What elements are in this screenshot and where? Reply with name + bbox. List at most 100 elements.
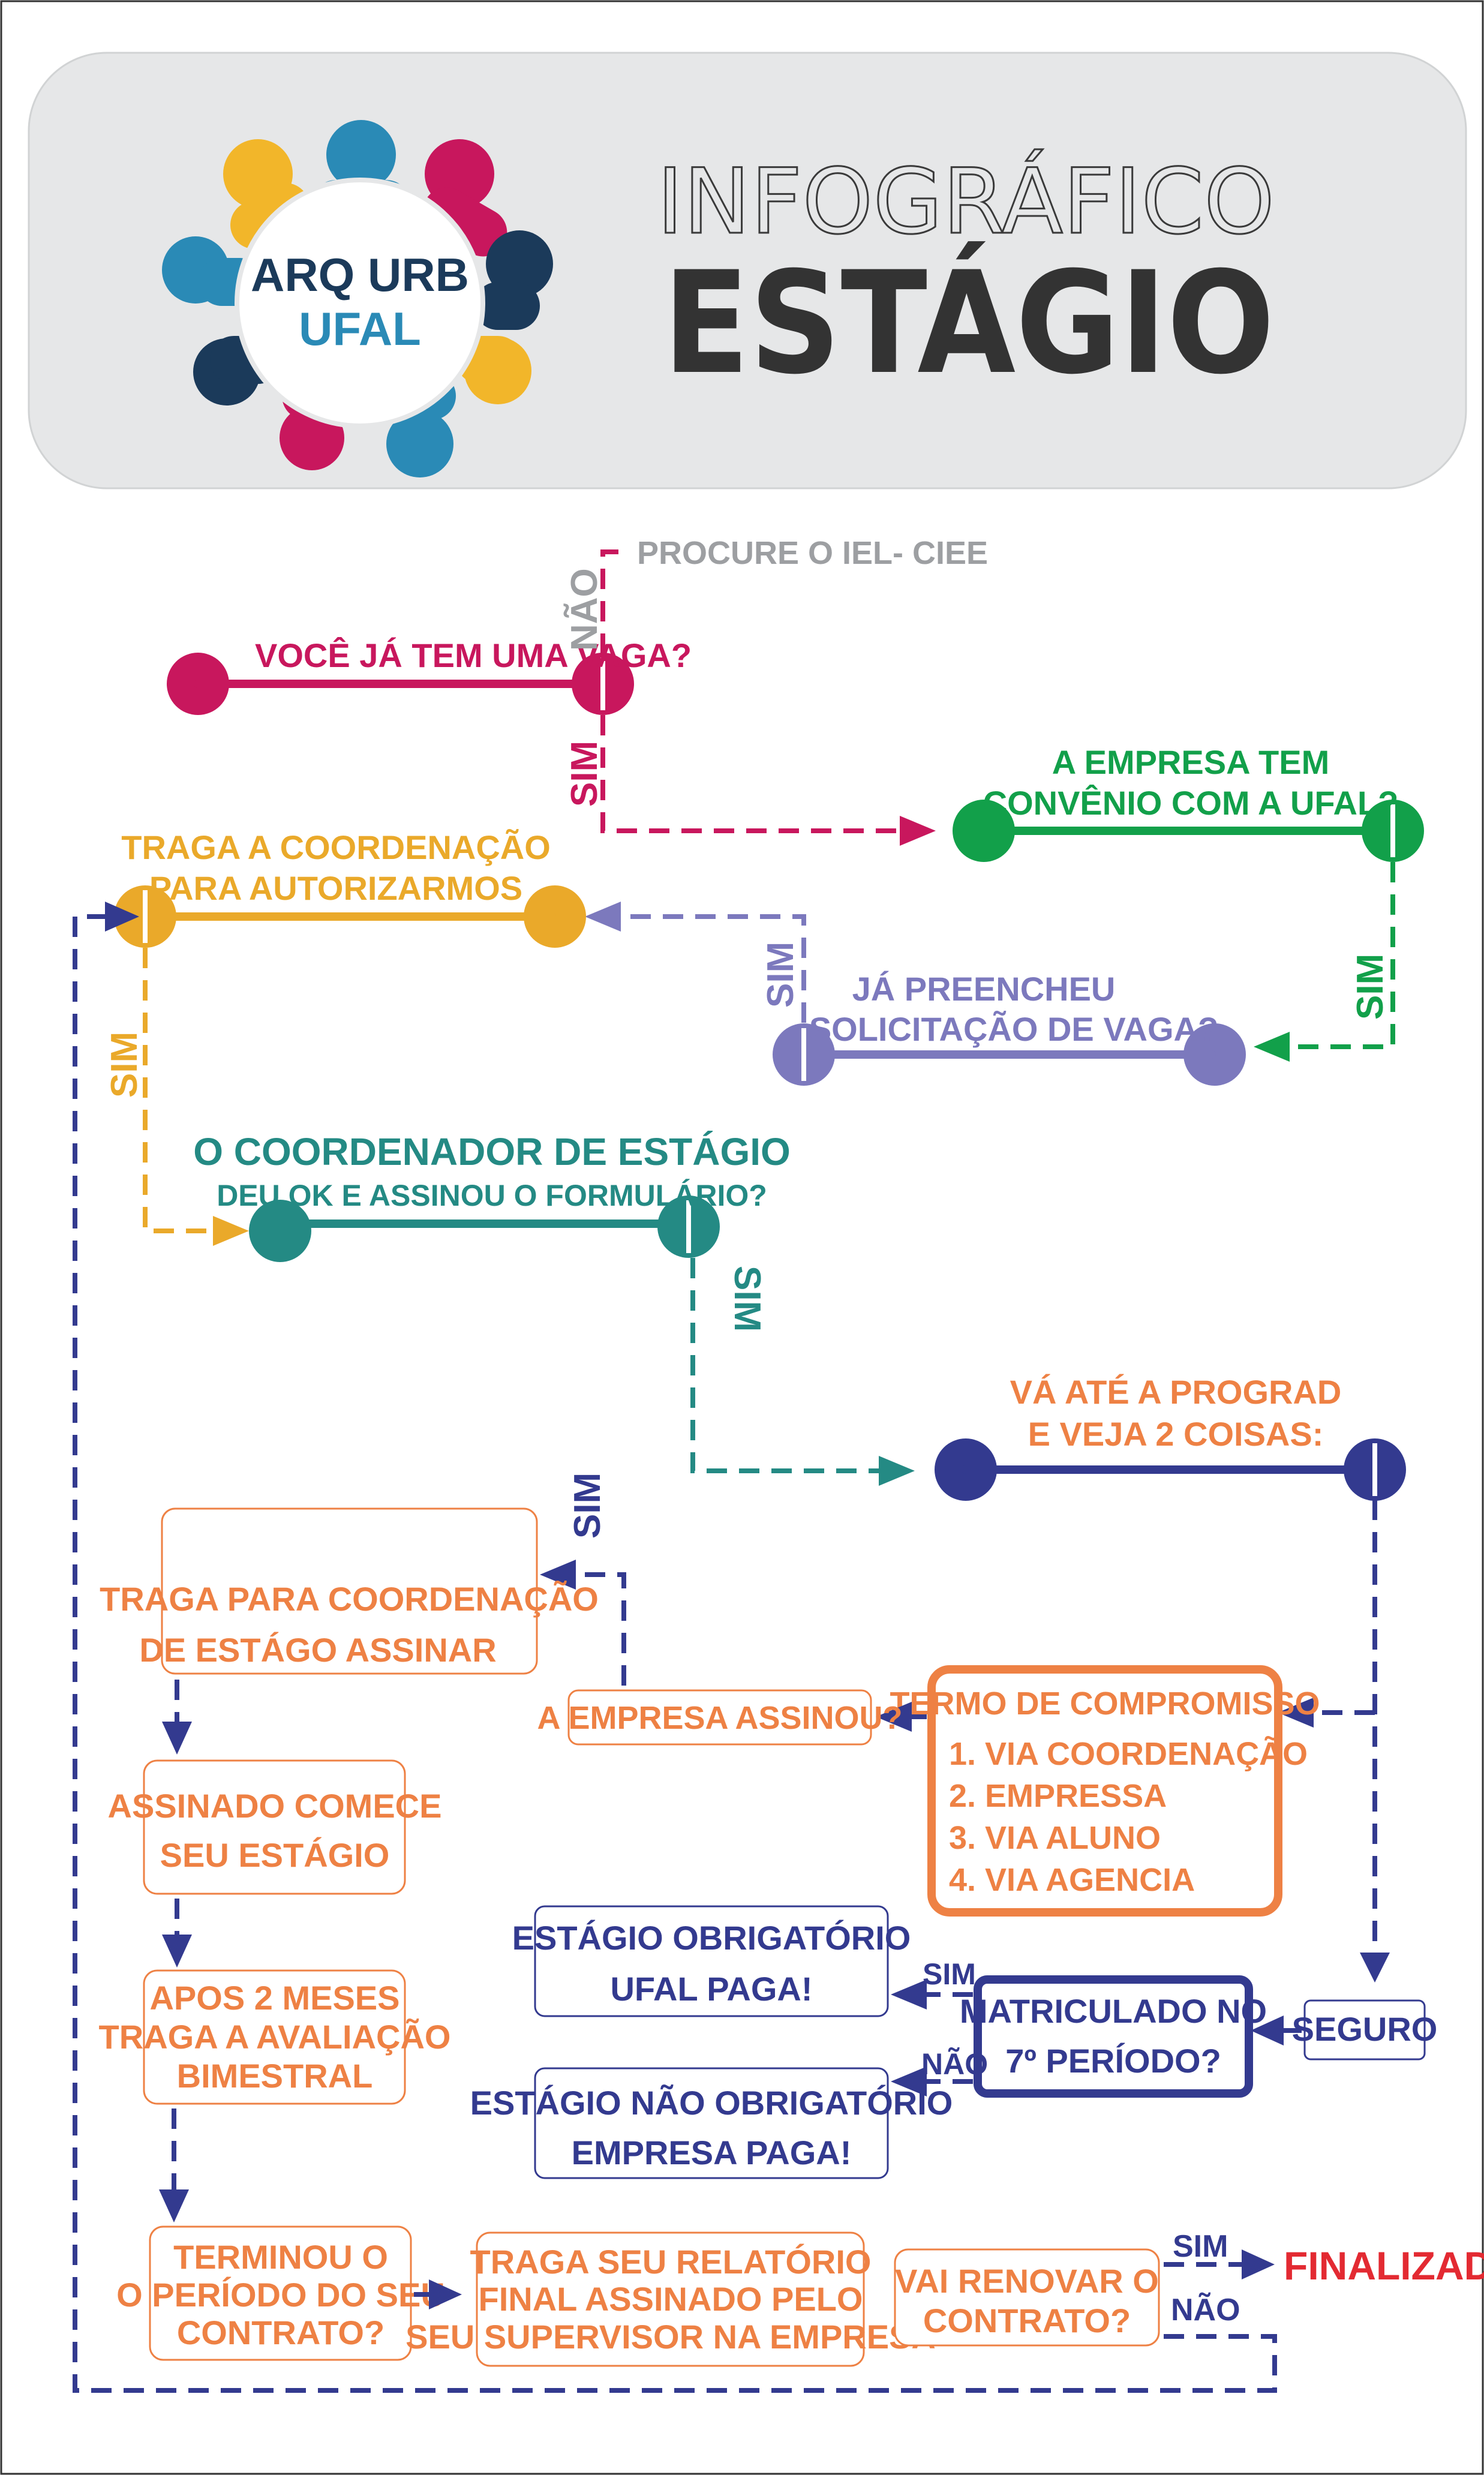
- coordenador-sim-label: SIM: [726, 1266, 768, 1332]
- nao-obrigatorio-frame: [534, 2067, 889, 2179]
- solicitacao-sim-path: [618, 914, 806, 1023]
- termo-item-3: 3. VIA ALUNO: [949, 1820, 1161, 1856]
- renovar-sim-arrow: [1242, 2249, 1275, 2279]
- terminou-text-1: TERMINOU O: [173, 2238, 388, 2276]
- seguro-matric-arrow: [1251, 2016, 1284, 2046]
- assinado-text-2: SEU ESTÁGIO: [160, 1836, 390, 1874]
- apos-text-2: TRAGA A AVALIAÇÃO: [99, 2018, 451, 2056]
- obrigatorio-frame: [534, 1905, 889, 2017]
- coordenador-question-1: O COORDENADOR DE ESTÁGIO: [193, 1130, 791, 1173]
- coordenador-question-2: DEU OK E ASSINOU O FORMULÁRIO?: [217, 1179, 767, 1212]
- matriculado-box: MATRICULADO NO 7º PERÍODO?: [960, 1975, 1267, 2098]
- seguro-frame: [1303, 1999, 1426, 2061]
- empresa-sim-path: [573, 1572, 626, 1686]
- relatorio-frame: [476, 2231, 865, 2367]
- node-convenio: A EMPRESA TEM CONVÊNIO COM A UFAL?: [953, 743, 1424, 862]
- termo-box-frame: [927, 1665, 1282, 1917]
- node-coordenacao: TRAGA A COORDENAÇÃO PARA AUTORIZARMOS: [114, 828, 586, 948]
- nao-obrigatorio-text-1: ESTÁGIO NÃO OBRIGATÓRIO: [470, 2084, 953, 2122]
- renovar-nao-label: NÃO: [1171, 2292, 1240, 2327]
- vaga-nao-label: NÃO: [564, 568, 605, 651]
- terminou-relatorio-arrow: [429, 2279, 462, 2309]
- nao-obrigatorio-box: ESTÁGIO NÃO OBRIGATÓRIO EMPRESA PAGA!: [470, 2067, 953, 2179]
- solicitacao-sim-label: SIM: [760, 942, 801, 1008]
- renovar-nao-arrow: [105, 902, 139, 932]
- apos-text-3: BIMESTRAL: [177, 2057, 373, 2095]
- coordenacao-sim-arrow: [213, 1216, 249, 1246]
- traga-coordenacao-text-2: DE ESTÁGO ASSINAR: [139, 1631, 496, 1669]
- vaga-sim-label: SIM: [564, 741, 605, 807]
- termo-item-1: 1. VIA COORDENAÇÃO: [949, 1736, 1308, 1772]
- matric-nao-arrow: [891, 2066, 927, 2096]
- vaga-sim-path: [600, 715, 906, 833]
- people-ring-icon: [162, 120, 553, 477]
- convenio-question-1: A EMPRESA TEM: [1052, 743, 1330, 781]
- seguro-box: SEGURO: [1292, 1999, 1438, 2061]
- relatorio-text-1: TRAGA SEU RELATÓRIO: [470, 2243, 872, 2281]
- terminou-frame: [149, 2225, 412, 2361]
- header: ARQ URB UFAL INFOGRÁFICO ESTÁGIO: [28, 52, 1467, 489]
- termo-item-2: 2. EMPRESSA: [949, 1778, 1167, 1814]
- coordenacao-sim-path: [143, 948, 216, 1233]
- relatorio-text-2: FINAL ASSINADO PELO: [479, 2280, 863, 2318]
- logo-line1: ARQ URB: [251, 248, 469, 301]
- terminou-text-3: CONTRATO?: [177, 2314, 384, 2351]
- seguro-text: SEGURO: [1292, 2010, 1438, 2048]
- assinado-text-1: ASSINADO COMECE: [108, 1787, 442, 1825]
- coordenador-sim-path: [690, 1258, 882, 1473]
- matric-nao-label: NÃO: [921, 2047, 988, 2081]
- obrigatorio-box: ESTÁGIO OBRIGATÓRIO UFAL PAGA!: [512, 1905, 911, 2017]
- apos-text-1: APOS 2 MESES: [149, 1979, 399, 2017]
- coordenador-start-dot: [249, 1200, 311, 1262]
- terminou-text-2: O PERÍODO DO SEU: [116, 2276, 445, 2314]
- logo-line2: UFAL: [299, 302, 421, 355]
- renovar-box: VAI RENOVAR O CONTRATO?: [894, 2248, 1160, 2347]
- logo: ARQ URB UFAL: [162, 120, 553, 477]
- empresa-sim-label: SIM: [567, 1473, 608, 1539]
- node-prograd: VÁ ATÉ A PROGRAD E VEJA 2 COISAS:: [935, 1373, 1406, 1501]
- relatorio-text-3: SEU SUPERVISOR NA EMPRESA: [405, 2318, 936, 2356]
- renovar-frame: [894, 2248, 1160, 2347]
- prograd-text-1: VÁ ATÉ A PROGRAD: [1010, 1373, 1342, 1411]
- title-line1: INFOGRÁFICO: [657, 149, 1275, 254]
- iel-text: PROCURE O IEL- CIEE: [637, 535, 988, 571]
- node-vaga: VOCÊ JÁ TEM UMA VAGA?: [167, 636, 692, 715]
- vaga-question: VOCÊ JÁ TEM UMA VAGA?: [255, 636, 692, 674]
- empresa-sim-arrow: [540, 1560, 576, 1590]
- prograd-termo-arrow: [1278, 1698, 1314, 1728]
- prograd-text-2: E VEJA 2 COISAS:: [1028, 1415, 1324, 1453]
- traga-coordenacao-box: TRAGA PARA COORDENAÇÃO DE ESTÁGO ASSINAR: [100, 1507, 599, 1675]
- assinado-apos-arrow: [162, 1935, 192, 1968]
- apos-frame: [143, 1969, 406, 2105]
- coordenacao-text-2: PARA AUTORIZARMOS: [149, 869, 522, 907]
- coordenacao-sim-label: SIM: [104, 1032, 145, 1098]
- node-coordenador: O COORDENADOR DE ESTÁGIO DEU OK E ASSINO…: [193, 1130, 791, 1262]
- terminou-box: TERMINOU O O PERÍODO DO SEU CONTRATO?: [116, 2225, 445, 2361]
- solicitacao-sim-arrow: [585, 902, 621, 932]
- vaga-sim-arrow: [900, 816, 936, 846]
- traga-coordenacao-frame: [161, 1507, 538, 1675]
- obrigatorio-text-1: ESTÁGIO OBRIGATÓRIO: [512, 1919, 911, 1957]
- traga-coordenacao-text-1: TRAGA PARA COORDENAÇÃO: [100, 1580, 599, 1618]
- matriculado-text-2: 7º PERÍODO?: [1005, 2042, 1221, 2080]
- relatorio-box: TRAGA SEU RELATÓRIO FINAL ASSINADO PELO …: [405, 2231, 936, 2367]
- empresa-assinou-frame: [567, 1689, 872, 1746]
- termo-empresa-arrow: [876, 1702, 912, 1732]
- coordenador-sim-arrow: [879, 1456, 915, 1486]
- assinado-frame: [143, 1759, 406, 1895]
- empresa-assinou-box: A EMPRESA ASSINOU?: [537, 1689, 903, 1746]
- solicitacao-question-2: SOLICITAÇÃO DE VAGA?: [809, 1010, 1218, 1048]
- renovar-sim-label: SIM: [1173, 2229, 1228, 2264]
- matriculado-frame: [974, 1975, 1253, 2098]
- renovar-text-1: VAI RENOVAR O: [895, 2262, 1159, 2300]
- node-solicitacao: JÁ PREENCHEU SOLICITAÇÃO DE VAGA?: [773, 970, 1246, 1086]
- empresa-assinou-text: A EMPRESA ASSINOU?: [537, 1700, 902, 1736]
- apos-box: APOS 2 MESES TRAGA A AVALIAÇÃO BIMESTRAL: [99, 1969, 451, 2105]
- solicitacao-question-1: JÁ PREENCHEU: [852, 970, 1116, 1008]
- termo-title: TERMO DE COMPROMISSO: [890, 1686, 1320, 1722]
- vaga-nao-path: [600, 549, 627, 654]
- finalizado-text: FINALIZADO!: [1284, 2243, 1484, 2288]
- termo-item-4: 4. VIA AGENCIA: [949, 1862, 1195, 1898]
- convenio-sim-arrow: [1254, 1032, 1290, 1062]
